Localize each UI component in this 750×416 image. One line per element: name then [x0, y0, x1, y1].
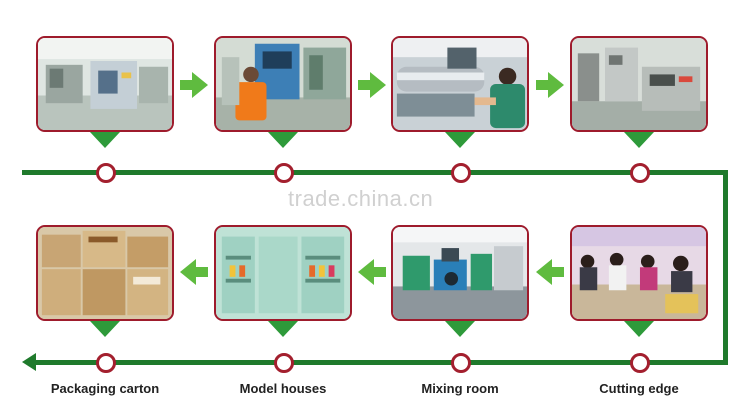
arrow-right-1 [180, 72, 208, 98]
watermark: trade.china.cn [288, 186, 434, 211]
step-label-model-houses: Model houses [239, 381, 327, 396]
arrow-left-3 [536, 259, 564, 285]
step-label-packaging-carton: Packaging carton [50, 381, 160, 396]
step-pointer-5 [90, 321, 120, 337]
cnc-machine-photo [36, 36, 174, 132]
packaging-carton-photo [36, 225, 174, 321]
arrow-left-2 [358, 259, 386, 285]
timeline-node-top-4 [630, 163, 650, 183]
timeline-arrowhead [22, 353, 36, 371]
step-pointer-8 [624, 321, 654, 337]
timeline-node-bottom-1 [96, 353, 116, 373]
timeline-node-bottom-3 [451, 353, 471, 373]
timeline-top [22, 170, 728, 175]
mixing-room-photo [391, 225, 529, 321]
arrow-left-1 [180, 259, 208, 285]
arrow-right-2 [358, 72, 386, 98]
timeline-node-bottom-2 [274, 353, 294, 373]
cutting-edge-photo [570, 225, 708, 321]
arrow-right-3 [536, 72, 564, 98]
timeline-node-top-3 [451, 163, 471, 183]
step-pointer-7 [445, 321, 475, 337]
step-pointer-6 [268, 321, 298, 337]
operator-panel-photo [214, 36, 352, 132]
timeline-node-bottom-4 [630, 353, 650, 373]
step-pointer-2 [268, 132, 298, 148]
timeline-node-top-2 [274, 163, 294, 183]
step-pointer-1 [90, 132, 120, 148]
step-label-cutting-edge: Cutting edge [599, 381, 679, 396]
step-pointer-3 [445, 132, 475, 148]
timeline-connector [723, 170, 728, 365]
roller-machine-photo [391, 36, 529, 132]
step-pointer-4 [624, 132, 654, 148]
timeline-bottom [34, 360, 728, 365]
model-houses-photo [214, 225, 352, 321]
timeline-node-top-1 [96, 163, 116, 183]
workshop-machine-photo [570, 36, 708, 132]
step-label-mixing-room: Mixing room [421, 381, 499, 396]
